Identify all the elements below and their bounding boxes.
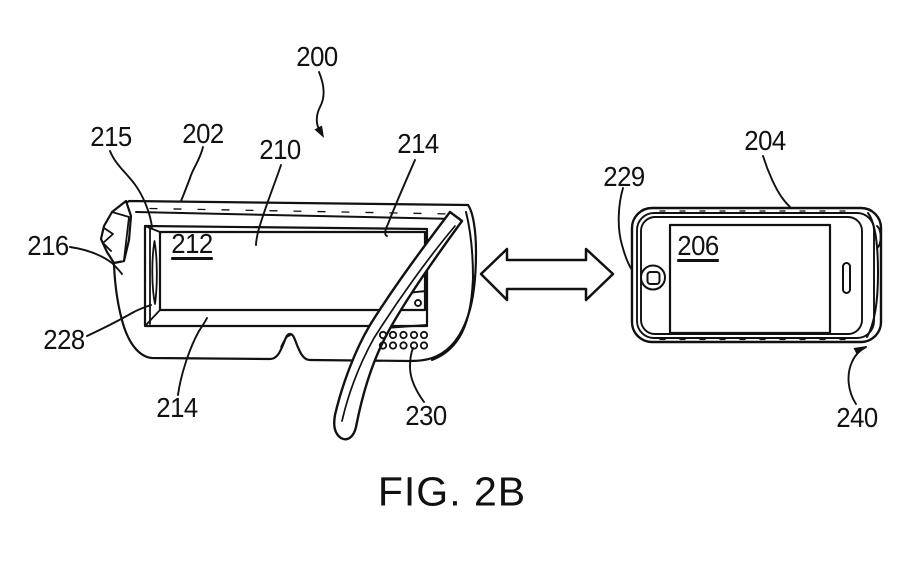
phone-side-button — [876, 225, 882, 249]
earpiece-speaker — [842, 262, 851, 294]
head-strap — [333, 210, 464, 441]
leader-200 — [315, 71, 325, 135]
frame-bevel-lines — [144, 225, 161, 327]
ref-label-206: 206 — [677, 230, 719, 261]
phone-shading-ticks — [659, 210, 853, 341]
leader-202 — [180, 146, 204, 202]
goggles-top-bar — [135, 211, 457, 220]
ref-label-228: 228 — [43, 324, 85, 355]
leader-200-arrowhead — [314, 125, 324, 138]
goggles-right-inner-edge — [431, 211, 474, 361]
leader-229 — [617, 187, 633, 271]
leader-240 — [847, 346, 867, 405]
nose-notch-accent — [280, 334, 291, 348]
leader-214-top — [384, 159, 416, 237]
phone-body — [630, 206, 883, 344]
ref-label-202: 202 — [182, 118, 224, 149]
speaker-holes — [378, 330, 429, 350]
phone-bezel-outer — [636, 212, 875, 339]
ref-label-215: 215 — [90, 121, 132, 152]
ref-label-229: 229 — [603, 161, 645, 192]
ref-label-200: 200 — [296, 41, 338, 72]
ref-label-204: 204 — [744, 125, 786, 156]
ref-label-214-bottom: 214 — [156, 392, 198, 423]
slit-element — [151, 240, 158, 305]
smartphone-drawing — [630, 206, 883, 344]
leader-204 — [762, 155, 792, 209]
double-arrow-icon — [479, 247, 615, 302]
leader-230 — [409, 347, 425, 403]
ref-label-212: 212 — [171, 228, 213, 259]
head-strap-inner-line — [341, 225, 456, 422]
leader-214-bottom — [177, 317, 208, 396]
panel-dot — [414, 299, 422, 307]
ref-label-230: 230 — [405, 400, 447, 431]
ref-label-214-top: 214 — [397, 128, 439, 159]
home-button — [640, 264, 666, 291]
leader-240-arrowhead — [853, 346, 867, 355]
goggles-top-bar-ticks — [149, 207, 453, 215]
leader-210 — [255, 164, 282, 246]
ref-label-216: 216 — [27, 230, 69, 261]
strap-mount-block — [99, 199, 133, 265]
leader-215 — [109, 150, 153, 228]
display-frame-outer — [143, 224, 429, 328]
ref-label-210: 210 — [259, 134, 301, 165]
display-screen — [158, 230, 427, 312]
phone-screen — [668, 223, 832, 335]
ref-label-240: 240 — [836, 402, 878, 433]
figure-caption: FIG. 2B — [377, 468, 527, 515]
leader-216 — [69, 246, 123, 275]
leader-lines — [69, 71, 867, 405]
leader-228 — [86, 304, 152, 337]
